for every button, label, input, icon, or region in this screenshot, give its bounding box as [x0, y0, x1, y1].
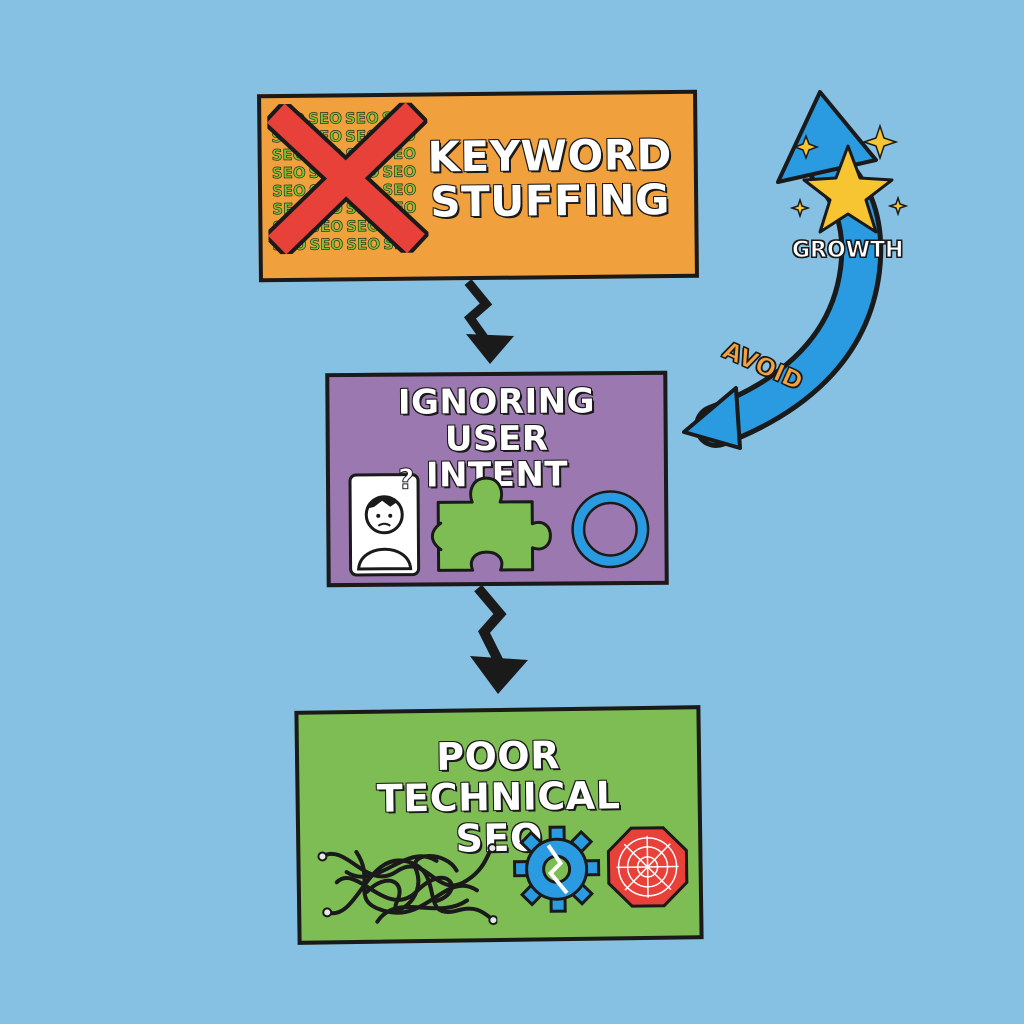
user-intent-box: IGNORING USER INTENT ?: [325, 370, 669, 588]
stop-web-icon: [606, 826, 689, 908]
growth-arrow: [682, 90, 884, 450]
growth-label: GROWTH: [791, 238, 904, 264]
tangled-wires-icon: [317, 843, 498, 926]
technical-seo-box: POOR TECHNICAL SEO: [294, 705, 704, 945]
lightning-arrow-icon: [470, 584, 528, 694]
ring-icon: [571, 490, 650, 569]
keyword-stuffing-title: KEYWORD STUFFING: [426, 129, 673, 227]
broken-gear-icon: [512, 825, 601, 913]
sparkle-icon: [789, 123, 909, 219]
red-x-icon: [267, 102, 429, 255]
star-icon: [802, 144, 894, 234]
confused-person-icon: [348, 473, 421, 577]
puzzle-piece-icon: [430, 476, 552, 572]
question-mark: ?: [397, 462, 415, 496]
lightning-arrow-icon: [463, 279, 514, 364]
avoid-label: AVOID: [718, 336, 808, 397]
